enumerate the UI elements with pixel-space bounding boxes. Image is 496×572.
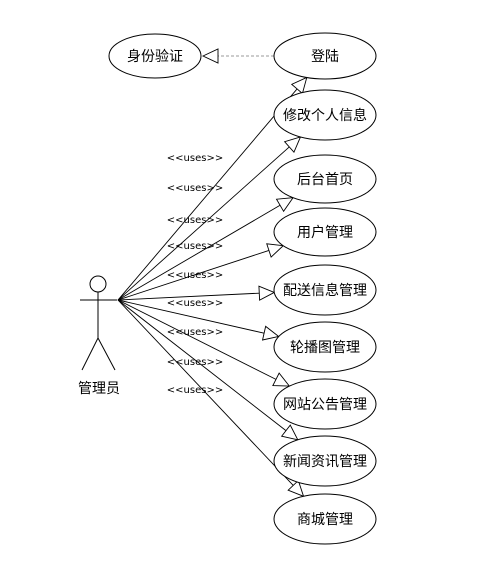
association-line [117,146,290,301]
actor-head [89,275,107,293]
association-line [117,204,281,301]
association-arrowhead [290,76,308,95]
use-case-label: 商城管理 [297,512,353,528]
association-line [117,249,270,301]
uses-label: <<uses>> [167,327,223,338]
use-case-1[interactable]: 登陆 [273,32,377,80]
use-case-6[interactable]: 轮播图管理 [273,321,377,373]
use-case-label: 后台首页 [297,172,353,188]
uses-label-layer: <<uses>> <<uses>> <<uses>> <<uses>> <<uses>>… [167,153,223,396]
use-case-label: 修改个人信息 [283,107,367,124]
association-arrowhead [283,136,302,153]
uses-label: <<uses>> [167,241,223,252]
association-line [117,299,265,334]
use-case-ellipse [273,493,377,545]
use-case-8[interactable]: 新闻资讯管理 [273,435,377,487]
association-line [117,299,294,486]
association-arrowhead [258,285,276,301]
association-line [117,299,287,431]
association-arrowhead [266,243,285,258]
uses-label: <<uses>> [167,385,223,396]
use-case-ellipse [273,321,377,373]
use-case-7[interactable]: 网站公告管理 [273,378,377,430]
association-line [117,88,298,301]
use-case-auth-ellipse [108,33,202,79]
association-layer [117,76,308,498]
use-case-9[interactable]: 商城管理 [273,493,377,545]
actor-admin[interactable]: 管理员 [78,275,120,397]
use-case-label: 用户管理 [297,224,353,241]
use-case-ellipse [273,435,377,487]
uses-label: <<uses>> [167,153,223,164]
uses-label: <<uses>> [167,357,223,368]
use-case-label: 新闻资讯管理 [283,454,367,470]
use-case-label: 轮播图管理 [290,340,360,356]
use-case-ellipse [273,32,377,80]
use-case-ellipse [273,154,377,204]
use-case-ellipse [273,89,377,141]
use-case-ellipse [273,378,377,430]
association-arrowhead [275,197,294,213]
use-case-layer: 登陆修改个人信息后台首页用户管理配送信息管理轮播图管理网站公告管理新闻资讯管理商… [273,32,377,545]
association-arrowhead [272,372,291,387]
uses-label: <<uses>> [167,270,223,281]
actor-name: 管理员 [78,381,120,397]
association-arrowhead [287,479,305,498]
use-case-auth-label: 身份验证 [127,49,183,65]
use-case-ellipse [273,207,377,257]
uses-label: <<uses>> [167,298,223,309]
use-case-label: 网站公告管理 [283,397,367,413]
use-case-label: 配送信息管理 [283,282,367,299]
use-case-4[interactable]: 用户管理 [273,207,377,257]
association-line [117,292,260,301]
use-case-auth[interactable]: 身份验证 [108,33,202,79]
use-case-ellipse [273,264,377,316]
dependency-login-to-auth [201,48,274,64]
dependency-arrowhead [201,48,219,64]
use-case-label: 登陆 [311,49,339,65]
use-case-5[interactable]: 配送信息管理 [273,264,377,316]
association-arrowhead [261,325,280,341]
association-arrowhead [280,424,299,441]
use-case-3[interactable]: 后台首页 [273,154,377,204]
uses-label: <<uses>> [167,183,223,194]
uses-label: <<uses>> [167,215,223,226]
association-line [117,299,277,380]
actor-left-leg [81,337,99,371]
use-case-2[interactable]: 修改个人信息 [273,89,377,141]
actor-right-leg [97,337,116,371]
